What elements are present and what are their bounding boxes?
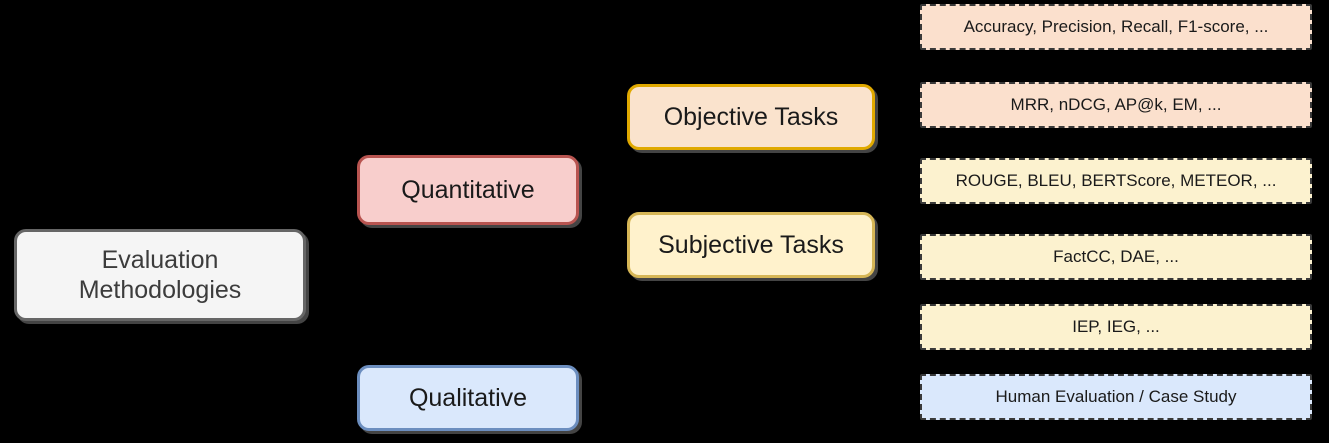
edge-branch-spine — [332, 190, 334, 398]
edge-subjective-out — [875, 245, 897, 247]
node-metric-generation[interactable]: ROUGE, BLEU, BERTScore, METEOR, ... — [920, 158, 1312, 204]
node-quantitative[interactable]: Quantitative — [357, 155, 579, 225]
edge-to-subjective-tasks — [603, 245, 627, 247]
node-metric-human-label: Human Evaluation / Case Study — [995, 386, 1237, 406]
node-root-label: Evaluation Methodologies — [79, 245, 242, 306]
node-metric-factuality[interactable]: FactCC, DAE, ... — [920, 234, 1312, 280]
edge-task-spine — [603, 117, 605, 245]
node-qualitative[interactable]: Qualitative — [357, 365, 579, 431]
node-objective-tasks[interactable]: Objective Tasks — [627, 84, 875, 150]
edge-to-metric-3 — [897, 181, 920, 183]
node-metric-human[interactable]: Human Evaluation / Case Study — [920, 374, 1312, 420]
edge-objective-out — [875, 117, 897, 119]
edge-to-metric-5 — [897, 327, 920, 329]
node-subjective-tasks[interactable]: Subjective Tasks — [627, 212, 875, 278]
edge-to-quantitative — [332, 190, 357, 192]
edge-to-qualitative — [332, 398, 357, 400]
node-qualitative-label: Qualitative — [408, 383, 528, 412]
node-metric-classification-label: Accuracy, Precision, Recall, F1-score, .… — [963, 16, 1269, 36]
node-metric-ranking[interactable]: MRR, nDCG, AP@k, EM, ... — [920, 82, 1312, 128]
node-metric-generation-label: ROUGE, BLEU, BERTScore, METEOR, ... — [955, 170, 1277, 190]
edge-to-metric-1 — [897, 27, 920, 29]
edge-quantitative-out — [579, 190, 603, 192]
edge-root-to-branches — [306, 274, 332, 276]
edge-qualitative-out — [579, 398, 920, 400]
node-metric-iep-ieg-label: IEP, IEG, ... — [1072, 316, 1160, 336]
node-metric-iep-ieg[interactable]: IEP, IEG, ... — [920, 304, 1312, 350]
edge-to-metric-2 — [897, 105, 920, 107]
node-root-label-line1: Evaluation — [101, 245, 219, 274]
node-root-label-line2: Methodologies — [78, 276, 242, 304]
node-evaluation-methodologies[interactable]: Evaluation Methodologies — [14, 229, 306, 321]
edge-objective-metric-spine — [897, 27, 899, 145]
node-objective-tasks-label: Objective Tasks — [663, 102, 839, 131]
node-subjective-tasks-label: Subjective Tasks — [658, 230, 844, 259]
edge-subjective-metric-spine — [897, 181, 899, 327]
edge-to-objective-tasks — [603, 117, 627, 119]
node-quantitative-label: Quantitative — [401, 175, 535, 204]
node-metric-classification[interactable]: Accuracy, Precision, Recall, F1-score, .… — [920, 4, 1312, 50]
node-metric-ranking-label: MRR, nDCG, AP@k, EM, ... — [1010, 94, 1222, 114]
node-metric-factuality-label: FactCC, DAE, ... — [1053, 246, 1179, 266]
edge-to-metric-4 — [897, 257, 920, 259]
